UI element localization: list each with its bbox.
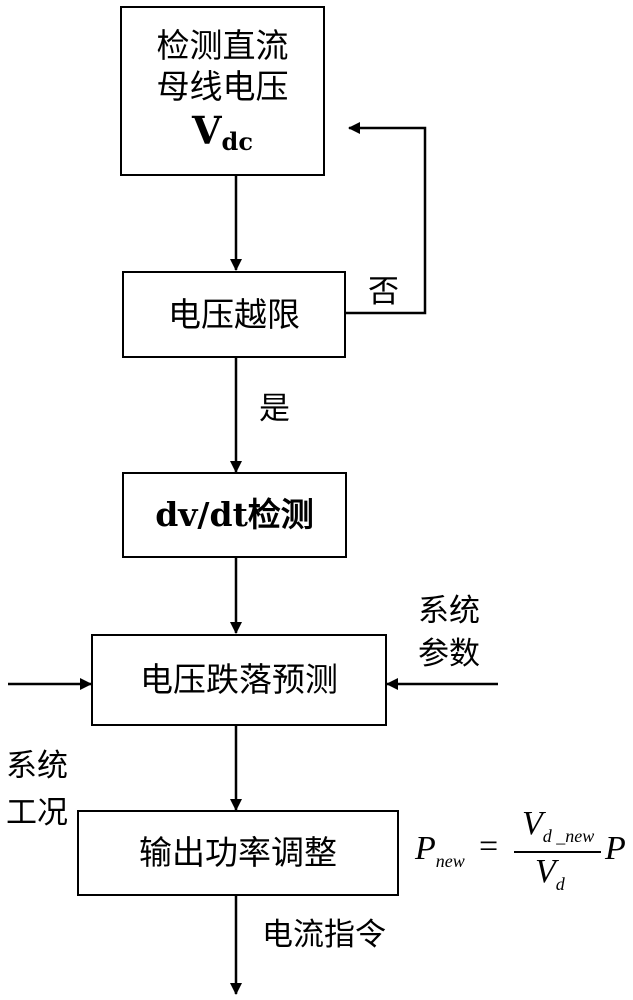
formula-num-sub: d _new: [542, 825, 595, 846]
label-system-cond-2: 工况: [6, 795, 68, 831]
formula-fraction-bar: [514, 851, 601, 853]
output-power-adjust-label: 输出功率调整: [139, 833, 337, 873]
label-no: 否: [368, 274, 399, 310]
formula-den-sub: d: [555, 873, 565, 894]
detect-vdc-box: 检测直流 母线电压 Vdc: [120, 6, 325, 176]
vdc-sub: dc: [221, 127, 253, 157]
voltage-drop-predict-box: 电压跌落预测: [91, 634, 387, 726]
detect-vdc-line1: 检测直流: [156, 25, 289, 65]
label-system-params-2: 参数: [418, 636, 480, 672]
label-yes: 是: [259, 391, 290, 427]
vdc-var: V: [192, 108, 222, 154]
dvdt-detect-label: dv/dt检测: [155, 495, 314, 535]
voltage-drop-predict-label: 电压跌落预测: [140, 660, 338, 700]
arrow-no-feedback: [346, 122, 427, 315]
formula-lhs-var: P: [415, 830, 436, 867]
formula-num-var: V: [522, 805, 543, 842]
label-current-command: 电流指令: [262, 917, 386, 953]
dvdt-detect-box: dv/dt检测: [122, 472, 347, 558]
output-power-adjust-box: 输出功率调整: [77, 810, 399, 896]
voltage-limit-label: 电压越限: [168, 294, 300, 334]
formula-numerator: Vd _new: [522, 805, 594, 847]
voltage-limit-box: 电压越限: [122, 271, 346, 358]
detect-vdc-line2: 母线电压: [156, 67, 289, 106]
formula-lhs-sub: new: [435, 850, 465, 871]
formula-lhs: Pnew: [415, 830, 465, 872]
vdc-symbol: Vdc: [157, 107, 289, 157]
formula-rhs: P: [605, 830, 626, 867]
label-system-params-1: 系统: [418, 593, 480, 629]
formula-denominator: Vd: [535, 853, 565, 895]
formula-equals: =: [479, 828, 499, 865]
formula-den-var: V: [535, 853, 556, 890]
label-system-cond-1: 系统: [6, 748, 68, 784]
